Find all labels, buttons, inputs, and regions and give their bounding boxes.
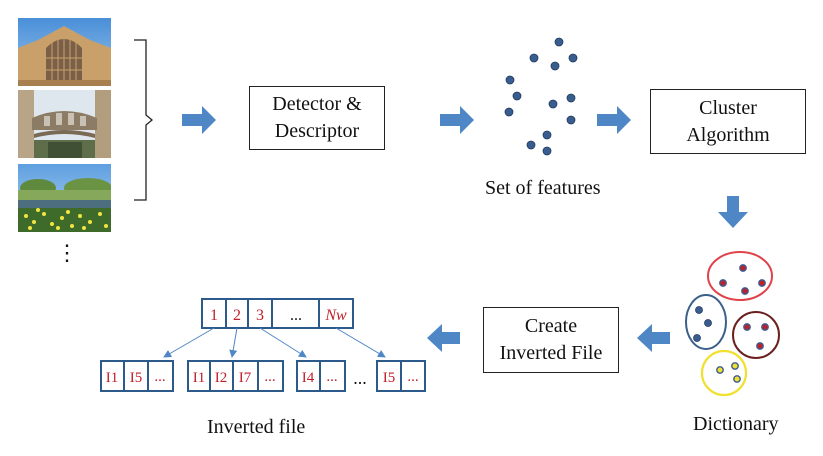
cluster-maroon bbox=[732, 311, 780, 359]
cluster-red bbox=[707, 251, 773, 301]
posting-list-3: I4 ... bbox=[296, 360, 346, 392]
index-cell-3: 3 bbox=[256, 307, 264, 324]
posting-2-cell-4: ... bbox=[264, 369, 275, 385]
create-label-line2: Inverted File bbox=[499, 342, 603, 364]
photo-meadow-flowers bbox=[18, 164, 111, 232]
inverted-file-caption: Inverted file bbox=[207, 416, 306, 438]
index-connectors bbox=[163, 327, 386, 358]
arrow-to-dictionary bbox=[718, 196, 748, 228]
posting-2-cell-2: I2 bbox=[215, 370, 228, 386]
more-images-ellipsis: ⋮ bbox=[56, 240, 78, 265]
posting-4-cell-1: I5 bbox=[383, 370, 396, 386]
image-set-brace bbox=[134, 39, 154, 201]
arrow-to-cluster bbox=[597, 106, 631, 134]
create-label-line1: Create bbox=[524, 315, 578, 337]
index-cell-nw: Nw bbox=[324, 307, 347, 324]
arrow-to-features bbox=[440, 106, 474, 134]
index-cell-2: 2 bbox=[233, 307, 241, 324]
arrow-to-detector bbox=[182, 106, 216, 134]
posting-1-cell-1: I1 bbox=[106, 370, 119, 386]
arrow-to-create-inverted bbox=[637, 324, 670, 352]
posting-2-cell-1: I1 bbox=[193, 370, 206, 386]
posting-3-cell-1: I4 bbox=[302, 370, 315, 386]
posting-list-4: I5 ... bbox=[376, 360, 426, 392]
cluster-label-line1: Cluster bbox=[699, 96, 757, 119]
features-caption: Set of features bbox=[485, 177, 601, 199]
posting-list-1: I1 I5 ... bbox=[100, 360, 174, 392]
photo-bridge-of-sighs bbox=[18, 90, 111, 158]
posting-1-cell-2: I5 bbox=[130, 370, 143, 386]
dictionary-caption: Dictionary bbox=[693, 413, 779, 435]
index-cell-ellipsis: ... bbox=[290, 307, 302, 324]
index-row: 1 2 3 ... Nw bbox=[201, 298, 354, 329]
cluster-yellow bbox=[700, 349, 748, 397]
detector-label-line1: Detector & bbox=[272, 93, 362, 115]
cluster-label-line2: Algorithm bbox=[686, 123, 770, 146]
detector-descriptor-box: Detector & Descriptor bbox=[249, 86, 385, 150]
posting-2-cell-3: I7 bbox=[239, 370, 252, 386]
index-cell-1: 1 bbox=[210, 307, 218, 324]
detector-label-line2: Descriptor bbox=[274, 120, 360, 142]
posting-list-2: I1 I2 I7 ... bbox=[187, 360, 284, 392]
cluster-blue bbox=[685, 294, 727, 350]
posting-3-cell-2: ... bbox=[326, 369, 337, 385]
create-inverted-file-box: Create Inverted File bbox=[483, 307, 619, 373]
cluster-algorithm-box: Cluster Algorithm bbox=[650, 89, 806, 154]
photo-college-building bbox=[18, 18, 111, 86]
arrow-to-inverted-file bbox=[427, 324, 460, 352]
posting-1-cell-3: ... bbox=[154, 369, 165, 385]
posting-4-cell-2: ... bbox=[407, 369, 418, 385]
feature-points bbox=[504, 37, 578, 156]
posting-lists-ellipsis: ... bbox=[353, 368, 367, 388]
